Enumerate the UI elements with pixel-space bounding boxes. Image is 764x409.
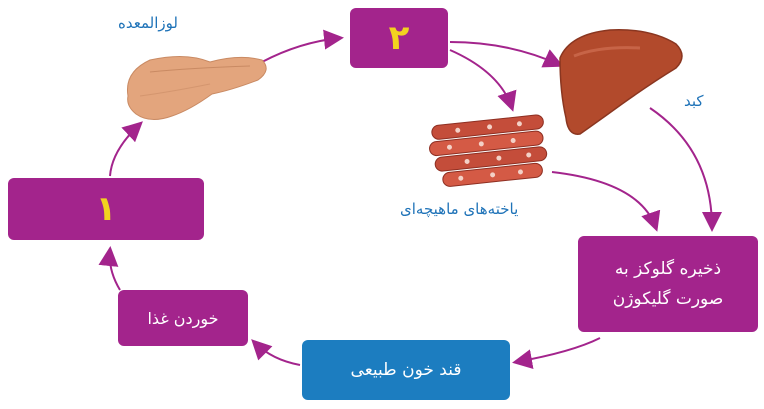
arrow-box2-to-liver — [450, 42, 560, 65]
arrow-muscle-to-storage — [552, 172, 656, 228]
step-two-box: ۲ — [350, 8, 448, 68]
arrow-box2-to-muscle — [450, 50, 512, 108]
eating-box: خوردن غذا — [118, 290, 248, 346]
muscle-cells-label: یاخته‌های ماهیچه‌ای — [400, 200, 518, 218]
step-one-number: ۱ — [96, 189, 117, 229]
glucose-storage-box: ذخیره گلوکز به صورت گلیکوژن — [578, 236, 758, 332]
arrow-storage-to-bloodsugar — [516, 338, 600, 362]
arrow-box1-to-pancreas — [110, 124, 140, 176]
step-one-box: ۱ — [8, 178, 204, 240]
pancreas-image — [127, 56, 266, 119]
arrow-bloodsugar-to-eating — [254, 342, 300, 365]
liver-label: کبد — [684, 92, 704, 110]
eating-text: خوردن غذا — [147, 309, 218, 328]
glucose-storage-text: ذخیره گلوکز به صورت گلیکوژن — [592, 254, 744, 314]
arrow-eating-to-box1 — [110, 250, 120, 290]
arrow-liver-to-storage — [650, 108, 712, 228]
arrow-pancreas-to-box2 — [262, 38, 340, 62]
muscle-fibers-image — [427, 114, 549, 188]
step-two-number: ۲ — [389, 18, 410, 58]
normal-blood-sugar-box: قند خون طبیعی — [302, 340, 510, 400]
normal-blood-sugar-text: قند خون طبیعی — [351, 360, 462, 380]
pancreas-label: لوزالمعده — [118, 14, 178, 32]
